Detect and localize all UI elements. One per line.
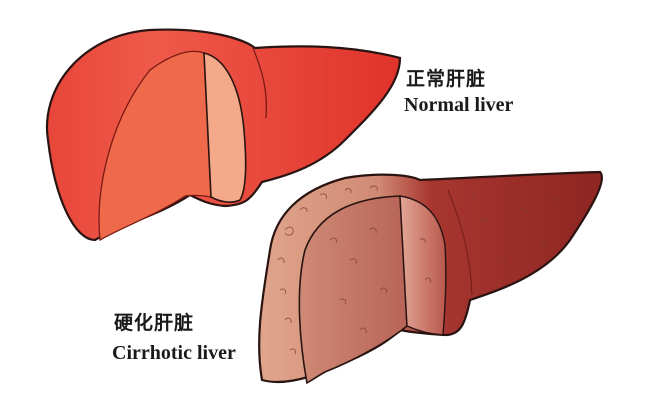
normal-liver-illustration	[45, 28, 402, 242]
normal-liver-label-zh: 正常肝脏	[406, 68, 487, 90]
normal-liver-label-en: Normal liver	[404, 94, 514, 116]
cirrhotic-liver-label-en: Cirrhotic liver	[112, 342, 236, 364]
cirrhotic-liver-cut-side	[399, 195, 447, 336]
cirrhotic-liver-label-zh: 硬化肝脏	[114, 312, 195, 334]
nodule-texture	[277, 185, 557, 355]
normal-liver-cut-side	[203, 51, 247, 203]
cirrhotic-liver-illustration	[258, 170, 603, 385]
normal-liver-cut-face	[98, 50, 212, 242]
cirrhotic-liver-cut-face	[298, 195, 408, 385]
